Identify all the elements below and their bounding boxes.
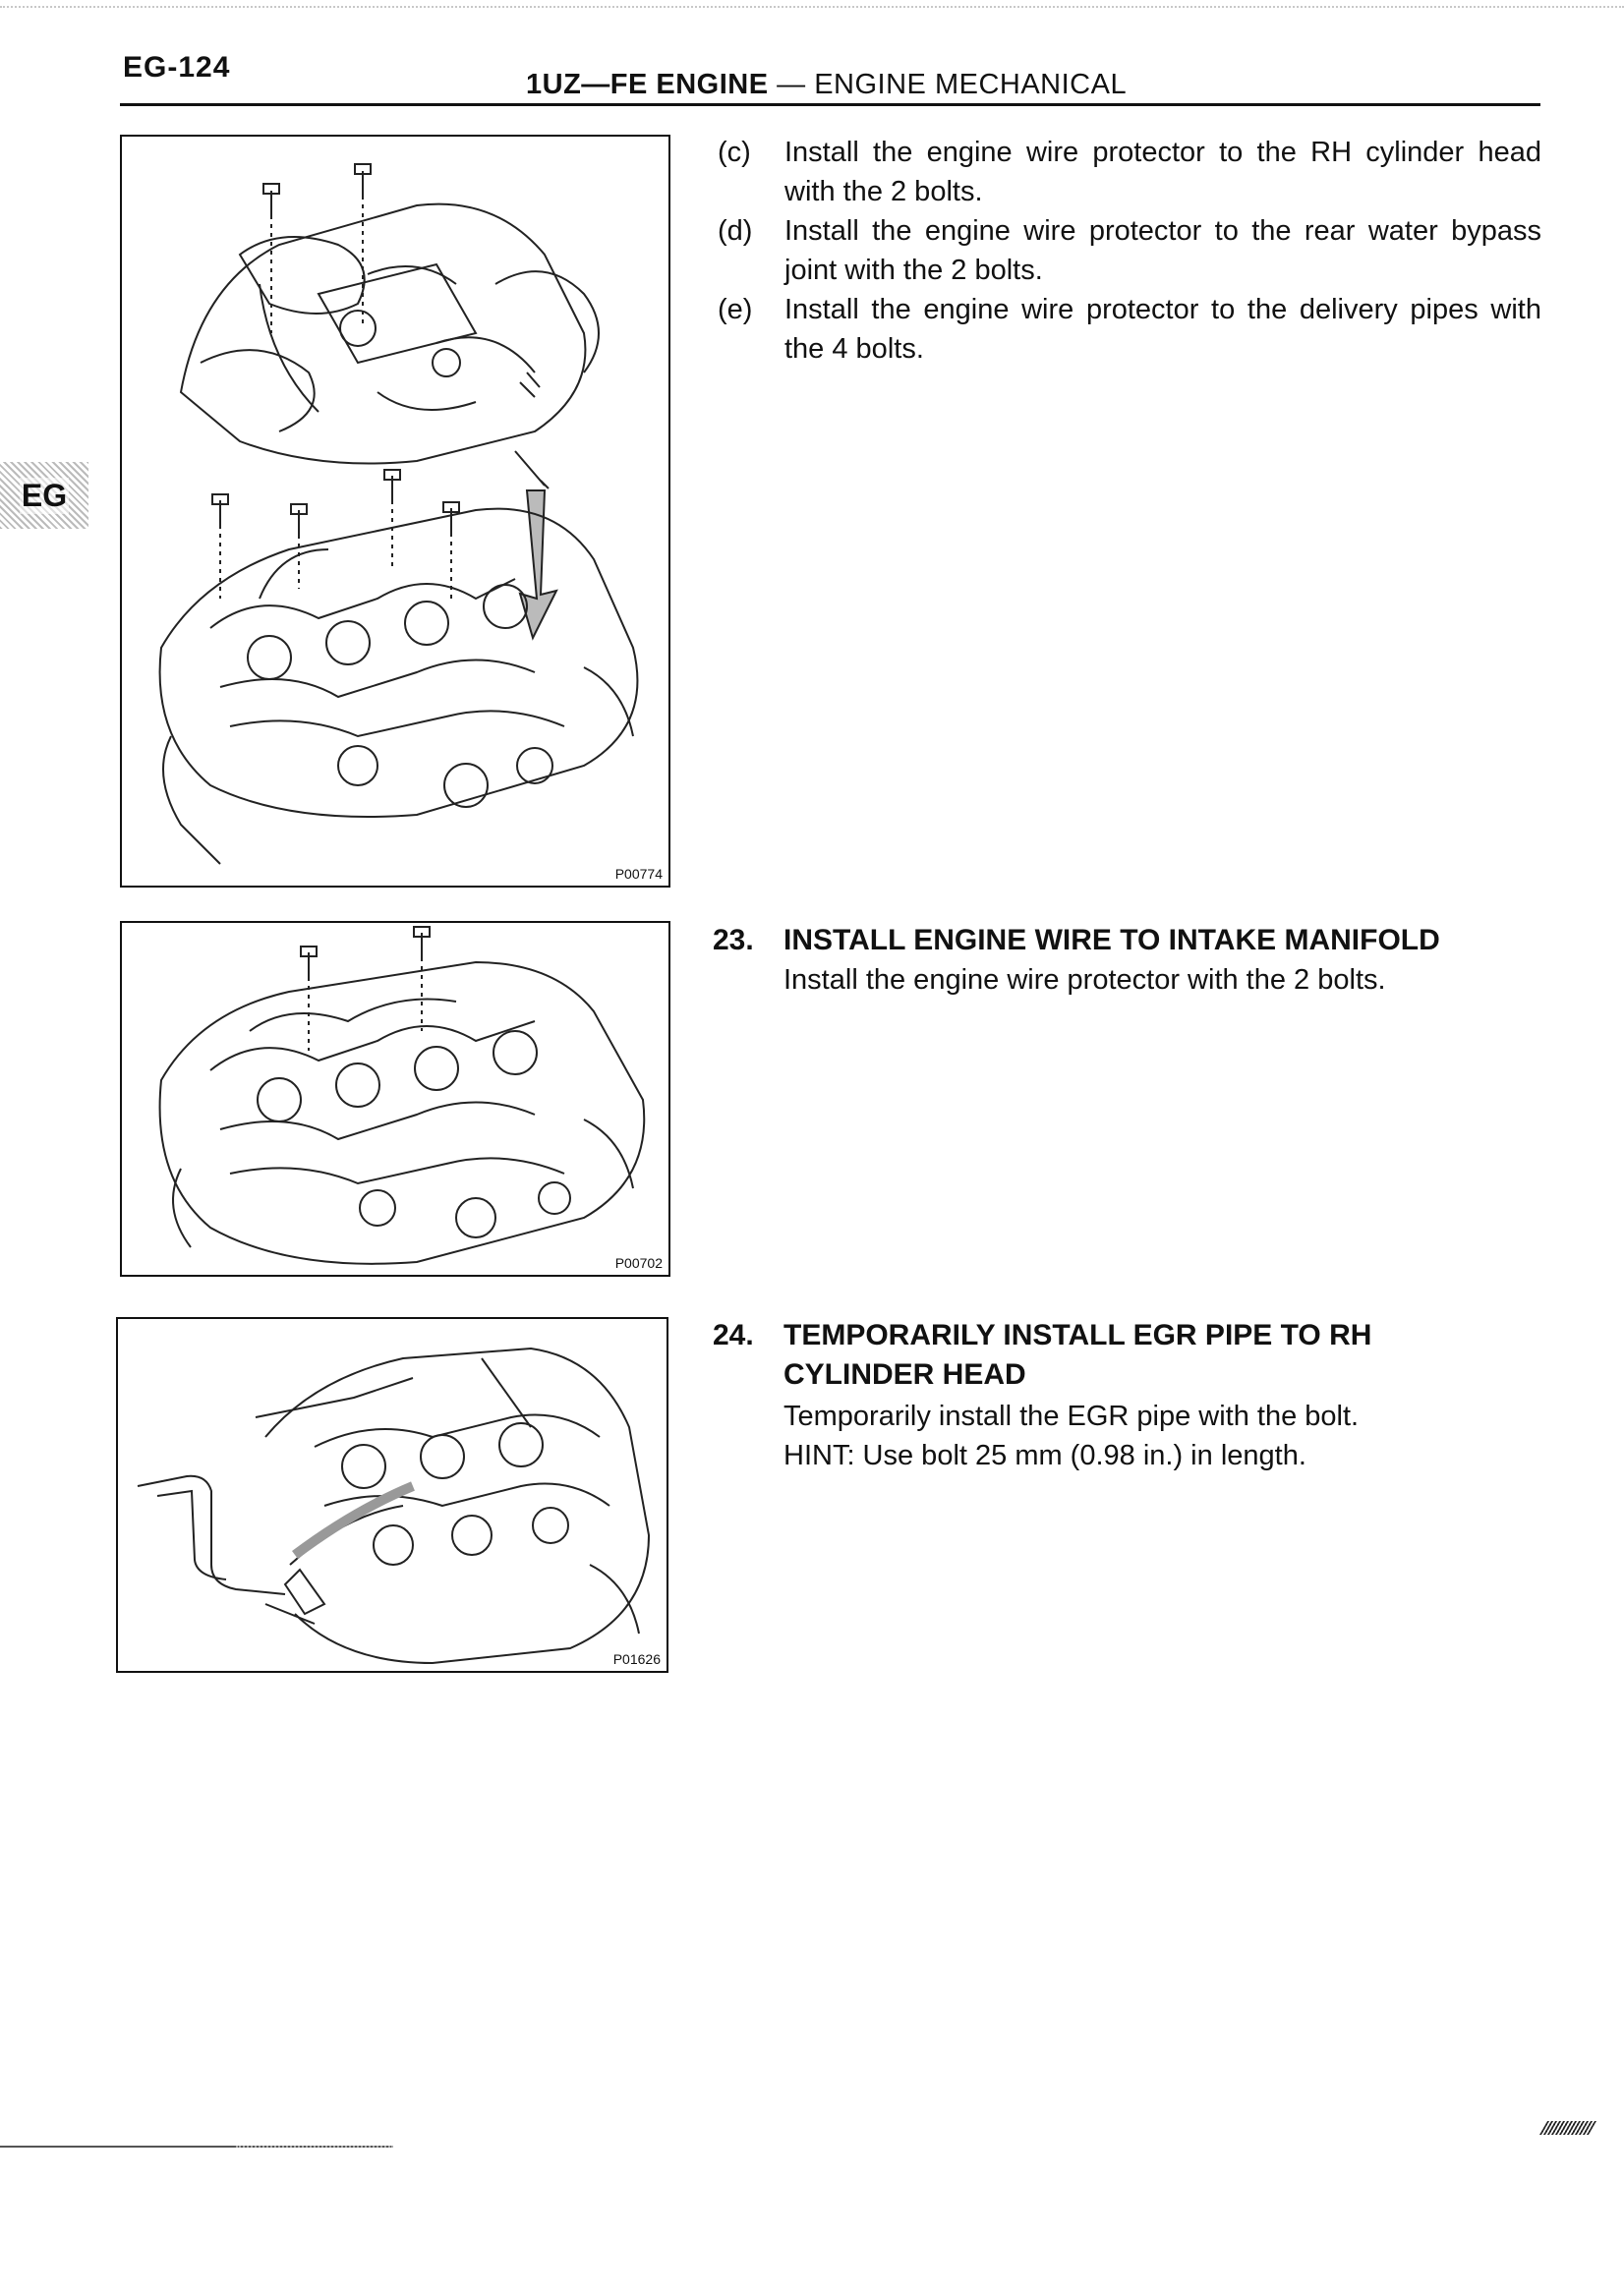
figure-egr-pipe: P01626 — [116, 1317, 668, 1673]
section-24-title-line1: TEMPORARILY INSTALL EGR PIPE TO RH — [783, 1319, 1372, 1351]
section-23-title: INSTALL ENGINE WIRE TO INTAKE MANIFOLD — [783, 924, 1440, 956]
section-24-number: 24. — [713, 1319, 754, 1351]
step-letter: (e) — [718, 294, 753, 325]
footer-rule — [0, 2146, 393, 2148]
section-24-hint: HINT: Use bolt 25 mm (0.98 in.) in lengt… — [783, 1440, 1306, 1471]
figure-code: P00774 — [614, 866, 663, 882]
header-engine-code: 1UZ—FE ENGINE — [526, 69, 769, 100]
figure-wire-protector-bolts: P00774 — [120, 135, 670, 888]
section-24-title-line2: CYLINDER HEAD — [783, 1358, 1026, 1391]
section-24-body-line1: Temporarily install the EGR pipe with th… — [783, 1401, 1360, 1432]
section-23-body: Install the engine wire protector with t… — [783, 964, 1386, 996]
step-letter: (d) — [718, 215, 753, 247]
page-header-title: 1UZ—FE ENGINE — ENGINE MECHANICAL — [526, 69, 1127, 101]
figure-code: P01626 — [612, 1651, 661, 1667]
engine-illustration-top — [158, 163, 639, 865]
scan-dotted-edge — [0, 6, 1624, 8]
step-text: Install the engine wire protector to the… — [784, 215, 1541, 286]
section-side-tab: EG — [0, 462, 88, 529]
step-e: (e) Install the engine wire protector to… — [718, 290, 1541, 369]
page-number: EG-124 — [123, 51, 231, 84]
step-text: Install the engine wire protector to the… — [784, 137, 1541, 207]
header-rule — [120, 103, 1540, 106]
engine-illustration-intake — [158, 926, 646, 1265]
step-c: (c) Install the engine wire protector to… — [718, 133, 1541, 211]
figure-code: P00702 — [614, 1255, 663, 1271]
header-section: — ENGINE MECHANICAL — [768, 69, 1128, 100]
engine-illustration-egr — [137, 1347, 651, 1665]
side-tab-label: EG — [19, 477, 70, 514]
step-letter: (c) — [718, 137, 751, 168]
step-d: (d) Install the engine wire protector to… — [718, 211, 1541, 290]
section-23-number: 23. — [713, 924, 754, 956]
scan-mark — [1538, 2121, 1597, 2135]
step-text: Install the engine wire protector to the… — [784, 294, 1541, 365]
figure-engine-wire-intake: P00702 — [120, 921, 670, 1277]
footer-dotted-rule — [236, 2146, 393, 2148]
